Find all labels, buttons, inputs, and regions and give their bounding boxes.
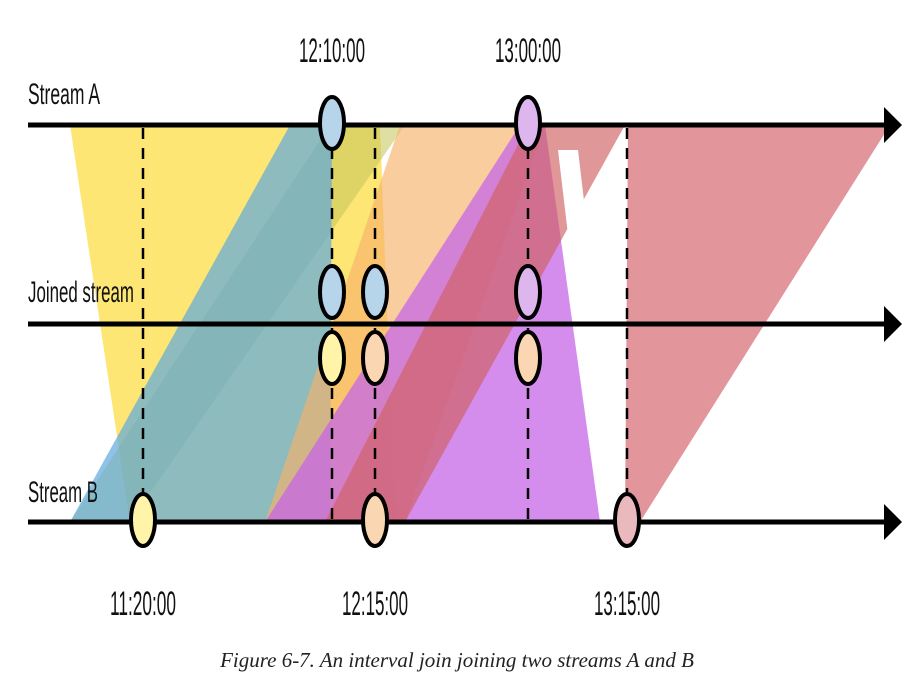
event-joined-blue-2 <box>361 264 389 320</box>
event-joined-orange-2 <box>514 330 542 386</box>
event-b-orange <box>361 492 389 548</box>
timelines <box>28 107 902 540</box>
figure-caption: Figure 6-7. An interval join joining two… <box>220 648 694 672</box>
stream-b-arrow-icon <box>884 504 902 540</box>
stream-a-label: Stream A <box>28 78 100 111</box>
event-b-pink <box>613 492 641 548</box>
event-joined-blue-1 <box>318 264 346 320</box>
window-red-3 <box>558 150 622 522</box>
event-b-yellow <box>129 492 157 548</box>
stream-a-arrow-icon <box>884 107 902 143</box>
event-a-purple <box>514 95 542 151</box>
events <box>129 95 641 548</box>
joined-stream-label: Joined stream <box>28 276 134 309</box>
event-joined-purple <box>514 264 542 320</box>
interval-join-diagram: Stream A Joined stream Stream B 12:10:00… <box>28 32 902 623</box>
stream-b-label: Stream B <box>28 476 98 509</box>
event-a-blue <box>318 95 346 151</box>
time-markers <box>141 128 629 522</box>
time-label-12-10: 12:10:00 <box>299 32 365 70</box>
time-label-12-15: 12:15:00 <box>342 585 408 623</box>
event-joined-orange-1 <box>361 330 389 386</box>
joined-stream-arrow-icon <box>884 306 902 342</box>
time-label-11-20: 11:20:00 <box>110 585 176 623</box>
event-joined-yellow <box>318 330 346 386</box>
time-label-13-00: 13:00:00 <box>495 32 561 70</box>
time-label-13-15: 13:15:00 <box>594 585 660 623</box>
